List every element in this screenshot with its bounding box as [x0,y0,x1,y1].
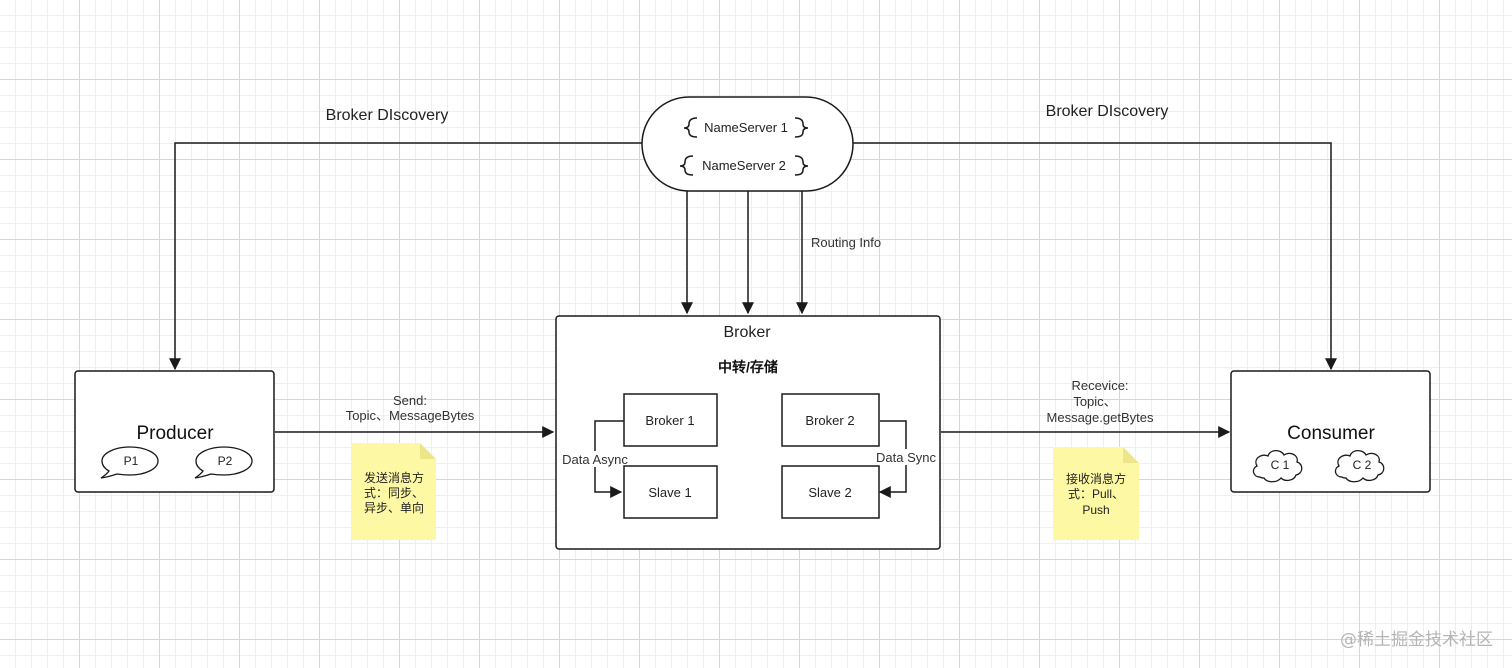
producer-title: Producer [136,423,214,444]
discovery-edge-left [169,142,642,371]
receive-note-line3: Push [1082,503,1109,517]
consumer-c2: C 2 [1334,449,1385,483]
left-brace-icon [683,117,698,138]
broker-title: Broker [723,324,771,341]
cloud-icon [1334,449,1385,483]
slave-2-node[interactable]: Slave 2 [781,465,880,519]
broker-box[interactable]: Broker 中转/存储 Data Async Data Sync Broker… [555,315,941,550]
send-note-line3: 异步、单向 [364,500,424,515]
right-brace-icon [794,155,809,176]
receive-note-line1: 接收消息方 [1066,471,1126,486]
broker-2-node[interactable]: Broker 2 [781,393,880,447]
speech-bubble-icon [194,446,253,479]
watermark: @稀土掘金技术社区 [1340,630,1493,650]
slave-1-label: Slave 1 [648,485,691,500]
speech-bubble-icon [100,446,159,479]
consumer-c1-label: C 1 [1271,458,1290,472]
consumer-box[interactable]: Consumer C 1 C 2 [1230,370,1431,493]
send-note-line1: 发送消息方 [364,470,424,485]
consumer-c1: C 1 [1252,449,1303,483]
data-sync-label: Data Sync [876,450,936,465]
send-label-line1: Send: [393,393,427,408]
send-mode-note[interactable]: 发送消息方 式：同步、 异步、单向 [352,443,436,540]
broker-2-label: Broker 2 [805,413,854,428]
nameserver-2: NameServer 2 [679,155,809,176]
note-fold-icon [1123,447,1139,463]
receive-label-line1: Recevice: [1071,378,1128,393]
left-brace-icon [679,155,694,176]
producer-p2: P2 [194,446,253,479]
slave-1-node[interactable]: Slave 1 [623,465,718,519]
send-note-line2: 式：同步、 [364,486,424,500]
discovery-label-right: Broker DIscovery [1046,103,1169,120]
consumer-c2-label: C 2 [1353,458,1372,472]
producer-box[interactable]: Producer P1 P2 [74,370,275,493]
receive-label-line3: Message.getBytes [1047,410,1154,425]
discovery-edge-right [853,142,1337,371]
producer-p2-label: P2 [218,454,233,468]
nameserver-1-label: NameServer 1 [704,120,788,135]
data-async-label: Data Async [562,452,628,467]
discovery-label-left: Broker DIscovery [326,107,449,124]
send-label-line2: Topic、MessageBytes [346,408,475,423]
nameserver-2-label: NameServer 2 [702,158,786,173]
cloud-icon [1252,449,1303,483]
broker-1-label: Broker 1 [645,413,694,428]
producer-p1: P1 [100,446,159,479]
receive-mode-note[interactable]: 接收消息方 式：Pull、 Push [1053,447,1139,540]
broker-1-node[interactable]: Broker 1 [623,393,718,447]
consumer-title: Consumer [1287,423,1375,444]
receive-note-line2: 式：Pull、 [1068,487,1124,501]
nameserver-1: NameServer 1 [683,117,809,138]
note-fold-icon [420,443,436,459]
broker-subtitle: 中转/存储 [718,359,778,375]
producer-p1-label: P1 [124,454,139,468]
nameserver-cluster[interactable]: NameServer 1 NameServer 2 [641,96,854,192]
receive-label-line2: Topic、 [1073,394,1116,409]
right-brace-icon [794,117,809,138]
routing-info-label: Routing Info [811,235,881,250]
slave-2-label: Slave 2 [808,485,851,500]
